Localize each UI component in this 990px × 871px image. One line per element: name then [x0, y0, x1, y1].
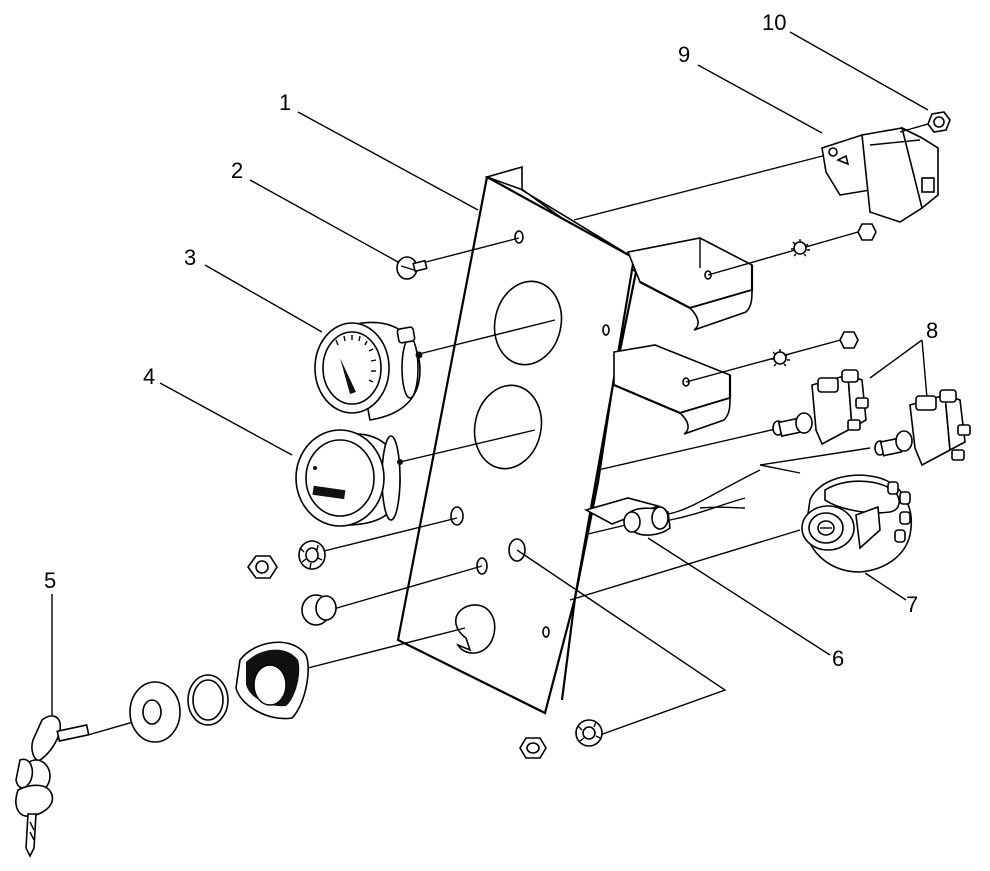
callout-3: 3 — [184, 245, 197, 270]
gauge-4-face — [305, 439, 375, 517]
leader-6 — [647, 537, 831, 656]
gauge-hole-lower — [473, 384, 543, 470]
leader-9 — [697, 64, 823, 134]
ignition-keys — [15, 715, 90, 858]
nut-lower-bracket — [839, 331, 859, 349]
relay-module — [821, 126, 939, 223]
gauge-3-needle — [340, 358, 356, 394]
callout-7: 7 — [906, 592, 919, 617]
toggle-switch-upper — [772, 369, 869, 446]
callout-1: 1 — [279, 90, 292, 115]
leader-4 — [159, 382, 293, 456]
toggle-switch-lower — [874, 389, 971, 467]
screw-hole — [514, 230, 524, 244]
leader-8b — [921, 339, 928, 399]
callout-9: 9 — [678, 42, 691, 67]
key-1-head — [31, 715, 62, 761]
ignition-switch — [801, 474, 912, 573]
small-hole-1 — [450, 506, 464, 526]
assembly-lines — [87, 151, 871, 736]
leader-3 — [204, 264, 323, 333]
leader-1 — [297, 111, 479, 211]
leader-2 — [249, 179, 399, 263]
leader-10 — [789, 31, 929, 111]
keyswitch-hole — [454, 604, 496, 654]
leader-8a — [869, 339, 923, 379]
instrument-panel — [396, 165, 638, 715]
callout-2: 2 — [231, 158, 244, 183]
leader-7 — [864, 572, 907, 601]
gauge-hole-upper — [493, 280, 563, 366]
callout-10: 10 — [762, 10, 787, 35]
keyswitch-front-parts — [129, 641, 309, 743]
callout-5: 5 — [44, 568, 57, 593]
callout-4: 4 — [143, 364, 156, 389]
brackets — [613, 237, 754, 435]
callout-6: 6 — [832, 646, 845, 671]
nut-upper-bracket — [857, 223, 877, 241]
key-2-head — [15, 784, 54, 817]
gauge-4-counter — [312, 485, 346, 500]
gauge-3-face — [322, 331, 382, 405]
leader-lines — [51, 31, 929, 715]
right-hardware — [519, 223, 877, 759]
left-hardware — [247, 540, 337, 626]
temperature-gauge — [314, 321, 423, 421]
callout-8: 8 — [926, 318, 939, 343]
warning-lamp — [583, 469, 761, 536]
panel-screw — [396, 256, 428, 280]
hour-meter-gauge — [295, 429, 403, 527]
relay-nut — [927, 111, 951, 133]
